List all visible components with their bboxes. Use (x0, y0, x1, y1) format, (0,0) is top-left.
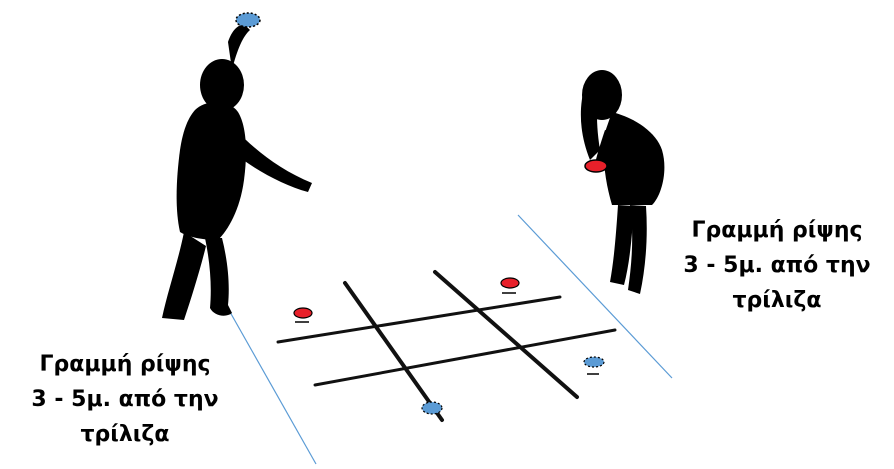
label-right-line1: Γραμμή ρίψης (660, 213, 894, 248)
disc-blue-raised (236, 13, 260, 27)
throw-line-label-left: Γραμμή ρίψης 3 - 5μ. από την τρίλιζα (10, 347, 240, 452)
label-right-line2: 3 - 5μ. από την (660, 248, 894, 283)
disc-blue-bottom (422, 402, 442, 414)
label-left-line2: 3 - 5μ. από την (10, 382, 240, 417)
disc-blue-right (584, 357, 604, 374)
girl-silhouette (581, 70, 665, 294)
grid-line-v1 (345, 283, 442, 420)
label-left-line3: τρίλιζα (10, 417, 240, 452)
boy-silhouette (162, 24, 312, 320)
throw-line-label-right: Γραμμή ρίψης 3 - 5μ. από την τρίλιζα (660, 213, 894, 318)
throw-line-right (518, 215, 672, 378)
disc-red-left (294, 308, 312, 322)
label-left-line1: Γραμμή ρίψης (10, 347, 240, 382)
disc-red-top (501, 278, 519, 293)
grid-line-h2 (315, 330, 615, 385)
grid-line-h1 (278, 297, 560, 342)
disc-red-held (585, 160, 607, 172)
throw-line-left (230, 312, 316, 464)
label-right-line3: τρίλιζα (660, 283, 894, 318)
tic-tac-toe-grid (278, 272, 615, 420)
grid-line-v2 (435, 272, 577, 397)
